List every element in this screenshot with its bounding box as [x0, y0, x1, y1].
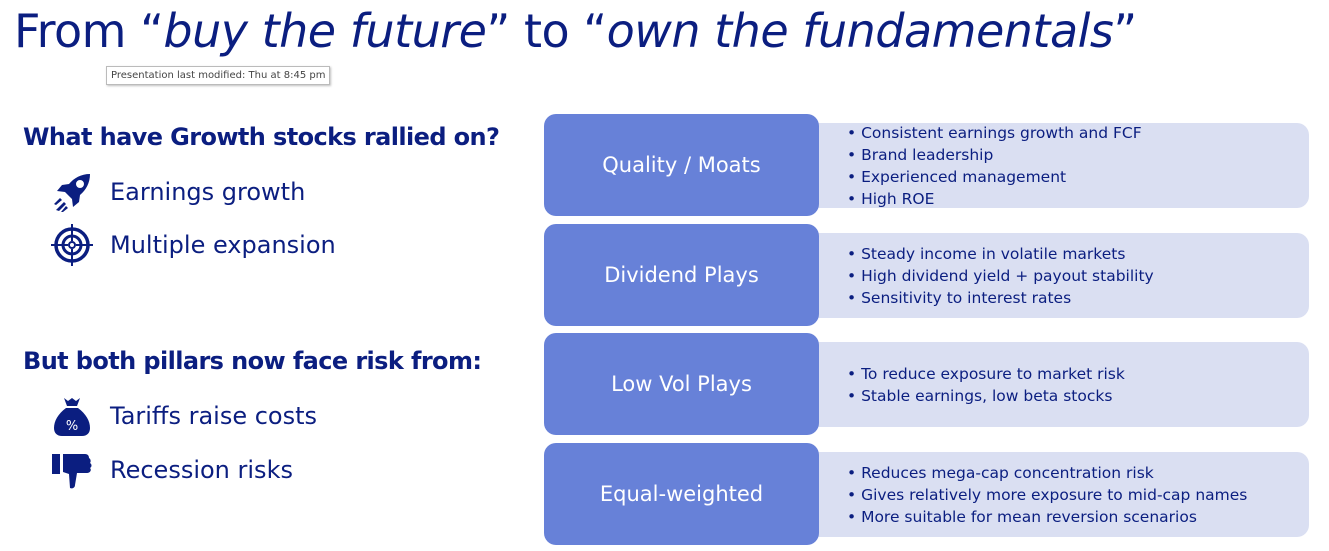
point: Steady income in volatile markets	[847, 243, 1309, 265]
title-italic: own the fundamentals	[606, 4, 1114, 58]
thumbs-down-icon	[52, 454, 92, 489]
strategy-points: Consistent earnings growth and FCF Brand…	[814, 123, 1309, 208]
point: More suitable for mean reversion scenari…	[847, 506, 1309, 528]
strategy-row: Quality / Moats Consistent earnings grow…	[544, 114, 1309, 216]
driver-item: Earnings growth	[50, 170, 305, 214]
point: High ROE	[847, 188, 1309, 210]
rocket-icon	[54, 174, 90, 212]
strategy-box: Dividend Plays	[544, 224, 819, 326]
driver-item: Multiple expansion	[50, 223, 336, 267]
target-icon	[51, 224, 93, 266]
risk-label: Tariffs raise costs	[110, 402, 318, 430]
title-text: ” to “	[486, 4, 608, 58]
money-bag-percent-icon: %	[54, 398, 90, 436]
strategy-points: Reduces mega-cap concentration risk Give…	[814, 452, 1309, 537]
point: Experienced management	[847, 166, 1309, 188]
driver-label: Multiple expansion	[110, 231, 336, 259]
title-italic: buy the future	[163, 4, 487, 58]
strategy-points: To reduce exposure to market risk Stable…	[814, 342, 1309, 427]
title-text: From “	[14, 4, 164, 58]
strategy-row: Dividend Plays Steady income in volatile…	[544, 224, 1309, 326]
point: Stable earnings, low beta stocks	[847, 385, 1309, 407]
strategy-row: Low Vol Plays To reduce exposure to mark…	[544, 333, 1309, 435]
strategy-row: Equal-weighted Reduces mega-cap concentr…	[544, 443, 1309, 545]
risk-item: % Tariffs raise costs	[50, 394, 317, 438]
title-text: ”	[1113, 4, 1137, 58]
point: Sensitivity to interest rates	[847, 287, 1309, 309]
point: To reduce exposure to market risk	[847, 363, 1309, 385]
growth-heading: What have Growth stocks rallied on?	[23, 123, 500, 151]
svg-text:%: %	[66, 419, 78, 434]
driver-label: Earnings growth	[110, 178, 306, 206]
point: Gives relatively more exposure to mid-ca…	[847, 484, 1309, 506]
point: High dividend yield + payout stability	[847, 265, 1309, 287]
strategy-box: Quality / Moats	[544, 114, 819, 216]
strategy-box: Low Vol Plays	[544, 333, 819, 435]
risk-heading: But both pillars now face risk from:	[23, 347, 482, 375]
point: Brand leadership	[847, 144, 1309, 166]
point: Consistent earnings growth and FCF	[847, 122, 1309, 144]
risk-label: Recession risks	[110, 456, 293, 484]
risk-item: Recession risks	[50, 448, 293, 492]
last-modified-tooltip: Presentation last modified: Thu at 8:45 …	[106, 66, 331, 85]
strategy-box: Equal-weighted	[544, 443, 819, 545]
strategy-points: Steady income in volatile markets High d…	[814, 233, 1309, 318]
slide-title: From “buy the future” to “own the fundam…	[14, 4, 1137, 58]
point: Reduces mega-cap concentration risk	[847, 462, 1309, 484]
